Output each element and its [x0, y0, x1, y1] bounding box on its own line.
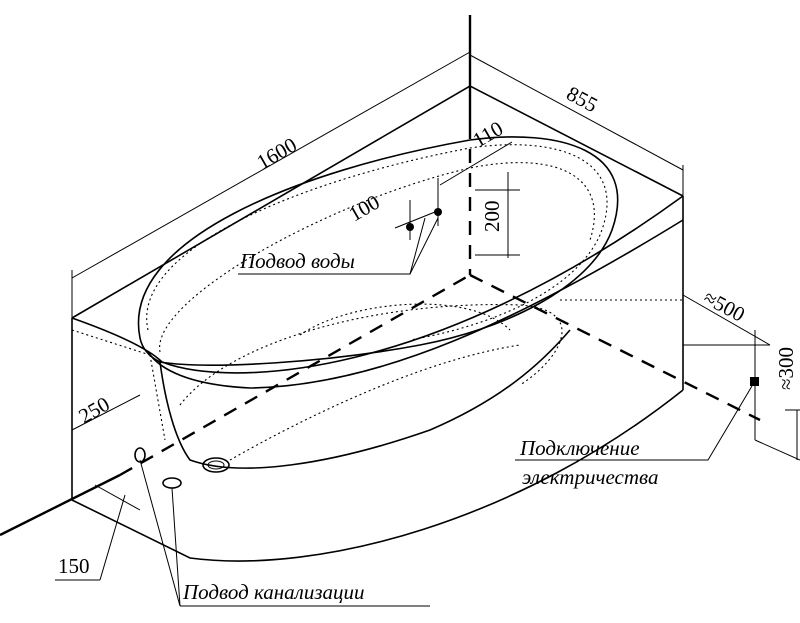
dim-water-height-label: 200 — [480, 201, 504, 233]
overflow-outlet-marker — [162, 477, 182, 489]
hidden-lines — [71, 144, 683, 461]
bathtub-outline — [71, 85, 684, 562]
connection-points — [134, 178, 759, 489]
dim-power-offset-label: ≈500 — [700, 285, 749, 326]
dimension-lines — [55, 45, 800, 581]
installation-axes — [0, 15, 761, 537]
power-connection-label-line2: электричества — [522, 465, 658, 489]
dim-water-offset-label: 110 — [469, 116, 508, 152]
dim-width-label: 855 — [563, 81, 602, 117]
dim-length-label: 1600 — [253, 133, 301, 175]
leader-lines — [139, 217, 753, 607]
power-outlet-marker — [750, 377, 759, 386]
sewer-outlet-marker — [134, 447, 146, 463]
sewer-connection-label: Подвод канализации — [182, 580, 365, 604]
water-supply-label: Подвод воды — [239, 249, 355, 273]
power-connection-label-line1: Подключение — [519, 436, 640, 460]
dim-water-spacing-label: 100 — [345, 190, 384, 227]
dim-drain-x-label: 250 — [75, 392, 114, 429]
dim-drain-y-label: 150 — [58, 554, 90, 578]
dim-power-height-label: ≈300 — [774, 347, 798, 390]
